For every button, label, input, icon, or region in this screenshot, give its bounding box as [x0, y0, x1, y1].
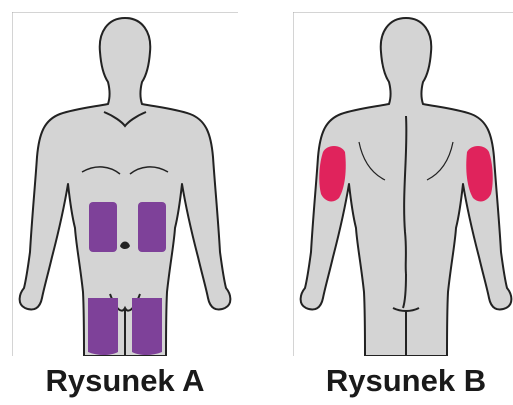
caption-figure-b: Rysunek B: [293, 361, 513, 401]
caption-figure-a: Rysunek A: [12, 361, 238, 401]
abdomen-right-region: [138, 202, 166, 252]
back-body-diagram: [293, 12, 513, 356]
figure-back-view: [293, 12, 513, 356]
abdomen-left-region: [89, 202, 117, 252]
thigh-left-region: [88, 298, 118, 355]
figure-front-view: [12, 12, 238, 356]
thigh-right-region: [132, 298, 162, 355]
body-silhouette: [20, 18, 231, 356]
front-body-diagram: [12, 12, 238, 356]
